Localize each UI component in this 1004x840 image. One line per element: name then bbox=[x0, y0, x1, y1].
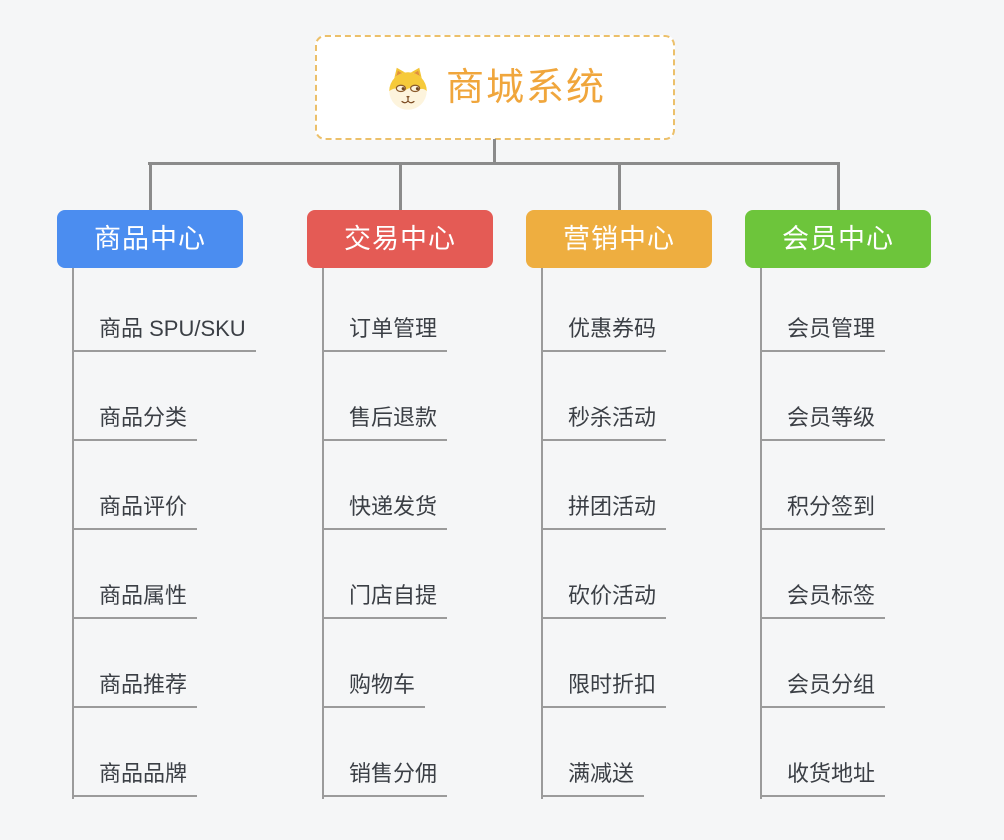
connector-branch-stub bbox=[398, 162, 402, 210]
leaf-row: 优惠券码 bbox=[526, 263, 667, 352]
leaf-item[interactable]: 商品评价 bbox=[72, 494, 198, 530]
leaf-item[interactable]: 销售分佣 bbox=[322, 761, 448, 797]
branch-leaves: 订单管理售后退款快递发货门店自提购物车销售分佣 bbox=[307, 263, 448, 797]
branch-trunk-line bbox=[760, 268, 762, 799]
leaf-row: 快递发货 bbox=[307, 441, 448, 530]
branch-trunk-line bbox=[541, 268, 543, 799]
branch-column-4: 会员中心 会员管理会员等级积分签到会员标签会员分组收货地址 bbox=[745, 210, 975, 799]
leaf-item[interactable]: 商品属性 bbox=[72, 583, 198, 619]
leaf-row: 销售分佣 bbox=[307, 708, 448, 797]
leaf-row: 限时折扣 bbox=[526, 619, 667, 708]
branch-trunk-line bbox=[72, 268, 74, 799]
leaf-row: 会员管理 bbox=[745, 263, 886, 352]
leaf-row: 会员标签 bbox=[745, 530, 886, 619]
branch-label: 交易中心 bbox=[344, 223, 456, 254]
leaf-row: 收货地址 bbox=[745, 708, 886, 797]
leaf-item[interactable]: 秒杀活动 bbox=[541, 405, 667, 441]
leaf-item[interactable]: 拼团活动 bbox=[541, 494, 667, 530]
connector-branch-stub bbox=[148, 162, 152, 210]
leaf-row: 商品品牌 bbox=[57, 708, 256, 797]
branch-label: 营销中心 bbox=[563, 223, 675, 254]
leaf-item[interactable]: 会员分组 bbox=[760, 672, 886, 708]
leaf-item[interactable]: 快递发货 bbox=[322, 494, 448, 530]
leaf-row: 订单管理 bbox=[307, 263, 448, 352]
leaf-item[interactable]: 售后退款 bbox=[322, 405, 448, 441]
branch-leaves: 商品 SPU/SKU 商品分类商品评价商品属性商品推荐商品品牌 bbox=[57, 263, 256, 797]
connector-bus bbox=[148, 162, 839, 165]
branch-trunk-line bbox=[322, 268, 324, 799]
leaf-row: 会员等级 bbox=[745, 352, 886, 441]
leaf-item[interactable]: 购物车 bbox=[322, 672, 426, 708]
leaf-row: 商品属性 bbox=[57, 530, 256, 619]
leaf-row: 门店自提 bbox=[307, 530, 448, 619]
branch-header[interactable]: 商品中心 bbox=[57, 210, 243, 268]
root-node[interactable]: 商城系统 bbox=[315, 35, 675, 140]
branch-leaves: 会员管理会员等级积分签到会员标签会员分组收货地址 bbox=[745, 263, 886, 797]
connector-root-stub bbox=[493, 139, 496, 165]
leaf-item[interactable]: 会员管理 bbox=[760, 316, 886, 352]
branch-header[interactable]: 营销中心 bbox=[526, 210, 712, 268]
leaf-item[interactable]: 门店自提 bbox=[322, 583, 448, 619]
leaf-item[interactable]: 商品 SPU/SKU bbox=[72, 316, 256, 352]
leaf-item[interactable]: 会员等级 bbox=[760, 405, 886, 441]
leaf-item[interactable]: 订单管理 bbox=[322, 316, 448, 352]
branch-label: 会员中心 bbox=[782, 223, 894, 254]
leaf-row: 满减送 bbox=[526, 708, 666, 797]
leaf-row: 会员分组 bbox=[745, 619, 886, 708]
branch-label: 商品中心 bbox=[94, 223, 206, 254]
leaf-row: 砍价活动 bbox=[526, 530, 667, 619]
branch-header[interactable]: 会员中心 bbox=[745, 210, 931, 268]
leaf-row: 秒杀活动 bbox=[526, 352, 667, 441]
leaf-row: 商品推荐 bbox=[57, 619, 256, 708]
leaf-item[interactable]: 商品分类 bbox=[72, 405, 198, 441]
leaf-item[interactable]: 积分签到 bbox=[760, 494, 886, 530]
leaf-row: 商品分类 bbox=[57, 352, 256, 441]
branch-column-3: 营销中心 优惠券码秒杀活动拼团活动砍价活动限时折扣满减送 bbox=[526, 210, 756, 799]
leaf-item[interactable]: 限时折扣 bbox=[541, 672, 667, 708]
leaf-row: 商品 SPU/SKU bbox=[57, 263, 256, 352]
branch-column-2: 交易中心 订单管理售后退款快递发货门店自提购物车销售分佣 bbox=[307, 210, 537, 799]
leaf-item[interactable]: 会员标签 bbox=[760, 583, 886, 619]
connector-branch-stub bbox=[836, 162, 840, 210]
leaf-item[interactable]: 优惠券码 bbox=[541, 316, 667, 352]
dog-face-icon bbox=[389, 67, 427, 110]
leaf-item[interactable]: 商品推荐 bbox=[72, 672, 198, 708]
leaf-item[interactable]: 收货地址 bbox=[760, 761, 886, 797]
leaf-item[interactable]: 满减送 bbox=[541, 761, 645, 797]
leaf-row: 购物车 bbox=[307, 619, 447, 708]
leaf-row: 商品评价 bbox=[57, 441, 256, 530]
branch-header[interactable]: 交易中心 bbox=[307, 210, 493, 268]
root-title: 商城系统 bbox=[445, 66, 606, 109]
leaf-row: 拼团活动 bbox=[526, 441, 667, 530]
leaf-item[interactable]: 砍价活动 bbox=[541, 583, 667, 619]
branch-leaves: 优惠券码秒杀活动拼团活动砍价活动限时折扣满减送 bbox=[526, 263, 667, 797]
connector-branch-stub bbox=[617, 162, 621, 210]
leaf-item[interactable]: 商品品牌 bbox=[72, 761, 198, 797]
leaf-row: 积分签到 bbox=[745, 441, 886, 530]
leaf-row: 售后退款 bbox=[307, 352, 448, 441]
branch-column-1: 商品中心 商品 SPU/SKU 商品分类商品评价商品属性商品推荐商品品牌 bbox=[57, 210, 287, 799]
